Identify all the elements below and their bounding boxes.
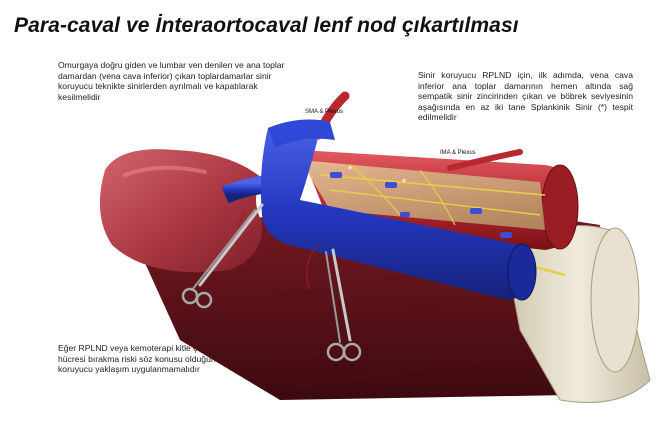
lymph-tissue-field bbox=[300, 160, 545, 230]
kidney-highlight bbox=[123, 165, 207, 177]
muscle-fibers bbox=[249, 259, 561, 386]
lumbar-vessel-clips bbox=[330, 172, 512, 238]
nerve-strand bbox=[419, 169, 456, 226]
aorta-end bbox=[541, 164, 579, 250]
kidney bbox=[99, 149, 263, 273]
forceps-left bbox=[181, 203, 264, 309]
page-title: Para-caval ve İnteraortocaval lenf nod ç… bbox=[14, 14, 519, 37]
ima-branch bbox=[447, 149, 523, 171]
nerve-strand bbox=[349, 164, 401, 216]
vena-cava bbox=[260, 121, 536, 300]
note-warning: Eğer RPLND veya kemoterapi kitle çıkartı… bbox=[58, 343, 328, 375]
label-ima-plexus: IMA & Plexus bbox=[440, 150, 476, 156]
suture-thread bbox=[306, 244, 321, 291]
splanchnic-nerve-marker-1: * bbox=[348, 164, 353, 176]
splanchnic-nerve-marker-2: * bbox=[402, 177, 407, 189]
nerve-strand bbox=[319, 174, 546, 196]
vena-cava-upper bbox=[268, 119, 335, 148]
note-splanchnic-nerves: Sinir koruyucu RPLND için, ilk adımda, v… bbox=[418, 70, 633, 123]
label-sma-plexus: SMA & Plexus bbox=[305, 109, 343, 115]
nerve-strand bbox=[329, 189, 541, 216]
note-lumbar-veins: Omurgaya doğru giden ve lumbar ven denil… bbox=[58, 60, 285, 102]
vertebral-disc bbox=[590, 227, 640, 373]
vena-cava-end bbox=[507, 243, 537, 301]
forceps-center bbox=[325, 248, 362, 362]
